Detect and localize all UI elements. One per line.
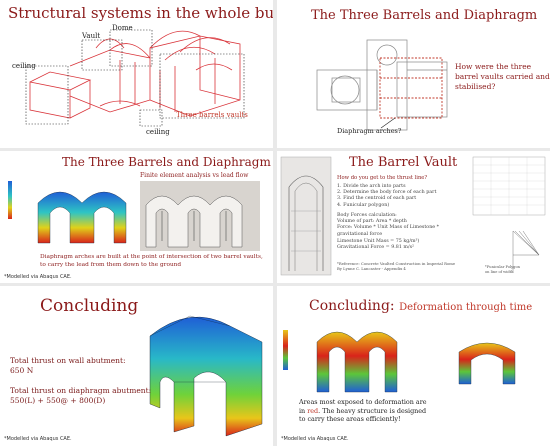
question-text: How were the three barrel vaults carried… [455, 62, 550, 91]
thrust-line-diagrams [280, 156, 546, 276]
label-vault: Vault [82, 32, 101, 40]
text-part-b: . The heavy structure is designed to car… [299, 406, 427, 424]
step-item: 3. Find the centroid of each part [337, 196, 417, 202]
fe-thrust-model [149, 315, 263, 437]
thrust-wall-label: Total thrust on wall abutment: [10, 356, 126, 365]
thrust-diaphragm-value: 550(L) + 550@ + 800(D) [10, 396, 106, 405]
panel-barrel-vault: The Barrel Vault How do you get to the t… [277, 151, 550, 283]
panel-title: The Barrel Vault [349, 155, 458, 170]
steps-list: 1. Divide the arch into parts 2. Determi… [337, 184, 436, 209]
panel-title: Concluding: Deformation through time [309, 298, 532, 314]
diaphragm-label: Diaphragm arches? [337, 127, 402, 135]
text-red: red [307, 406, 319, 415]
body-force-heading: Body Forces calculation: [337, 213, 397, 218]
panel-concluding-thrust: Concluding Total thrust on wall abutment… [0, 286, 273, 446]
panel-structural-systems: Structural systems in the whole building [0, 0, 273, 148]
building-outline-diagram [25, 29, 245, 127]
caption: Diaphragm arches are built at the point … [40, 254, 263, 268]
gravity: Gravitational Force = 9.81 m/s² [337, 245, 414, 251]
panel-deformation: Concluding: Deformation through time Are… [277, 286, 550, 446]
fe-label: Finite element analysis vs lead flow [140, 172, 249, 179]
legend-colorbar [8, 181, 12, 219]
panel-title: The Three Barrels and Diaphragm [311, 8, 538, 23]
step-item: 2. Determine the body force of each part [337, 190, 437, 196]
label-three-barrels: Three barrels vaults [176, 111, 248, 119]
panel-title: Structural systems in the whole building [8, 4, 273, 22]
constants-block: Limestone Unit Mass = 75 kg/m³) Gravitat… [337, 239, 419, 251]
legend-colorbar [283, 330, 288, 370]
thrust-diaphragm-label: Total thrust on diaphragm abutment: [10, 386, 152, 395]
unit-mass: Limestone Unit Mass = 75 kg/m³) [337, 239, 420, 244]
step-item: 4. Funicular polygon) [337, 202, 390, 208]
label-dome: Dome [112, 24, 133, 32]
footnote: *Modelled via Abaqus CAE. [4, 274, 72, 280]
deformation-text: Areas most exposed to deformation are in… [299, 398, 429, 424]
side-note: *Funicular Polygon on line of width [485, 265, 520, 274]
label-ceiling-bottom: ceiling [146, 128, 170, 136]
step-item: 1. Divide the arch into parts [337, 184, 406, 189]
deformation-models [283, 330, 516, 393]
footnote: *Modelled via Abaqus CAE. [4, 436, 72, 442]
panel-three-barrels-plan: The Three Barrels and Diaphragm How were… [277, 0, 550, 148]
thrust-wall-value: 650 N [10, 366, 34, 375]
footnote: *Modelled via Abaqus CAE. [281, 436, 349, 442]
panel-fe-analysis: The Three Barrels and Diaphragm Finite e… [0, 151, 273, 283]
body-force-block: Body Forces calculation: Volume of part:… [337, 213, 467, 238]
reference: *Reference: Concrete Vaulted Constructio… [337, 261, 456, 271]
text-part-a: Areas most exposed to deformation are in [299, 398, 427, 415]
title-concluding: Concluding: [309, 298, 395, 314]
panel-title: The Three Barrels and Diaphragm [62, 155, 271, 169]
force-formula: Force: Volume * Unit Mass of Limestone *… [337, 225, 440, 237]
question: How do you get to the thrust line? [337, 175, 428, 181]
panel-title: Concluding [40, 296, 139, 316]
volume-formula: Volume of part: Area * depth [337, 219, 407, 225]
fe-model-image [8, 181, 260, 251]
title-deformation: Deformation through time [399, 302, 533, 313]
floor-plan-diagram [316, 39, 448, 131]
label-ceiling-left: ceiling [12, 62, 36, 70]
